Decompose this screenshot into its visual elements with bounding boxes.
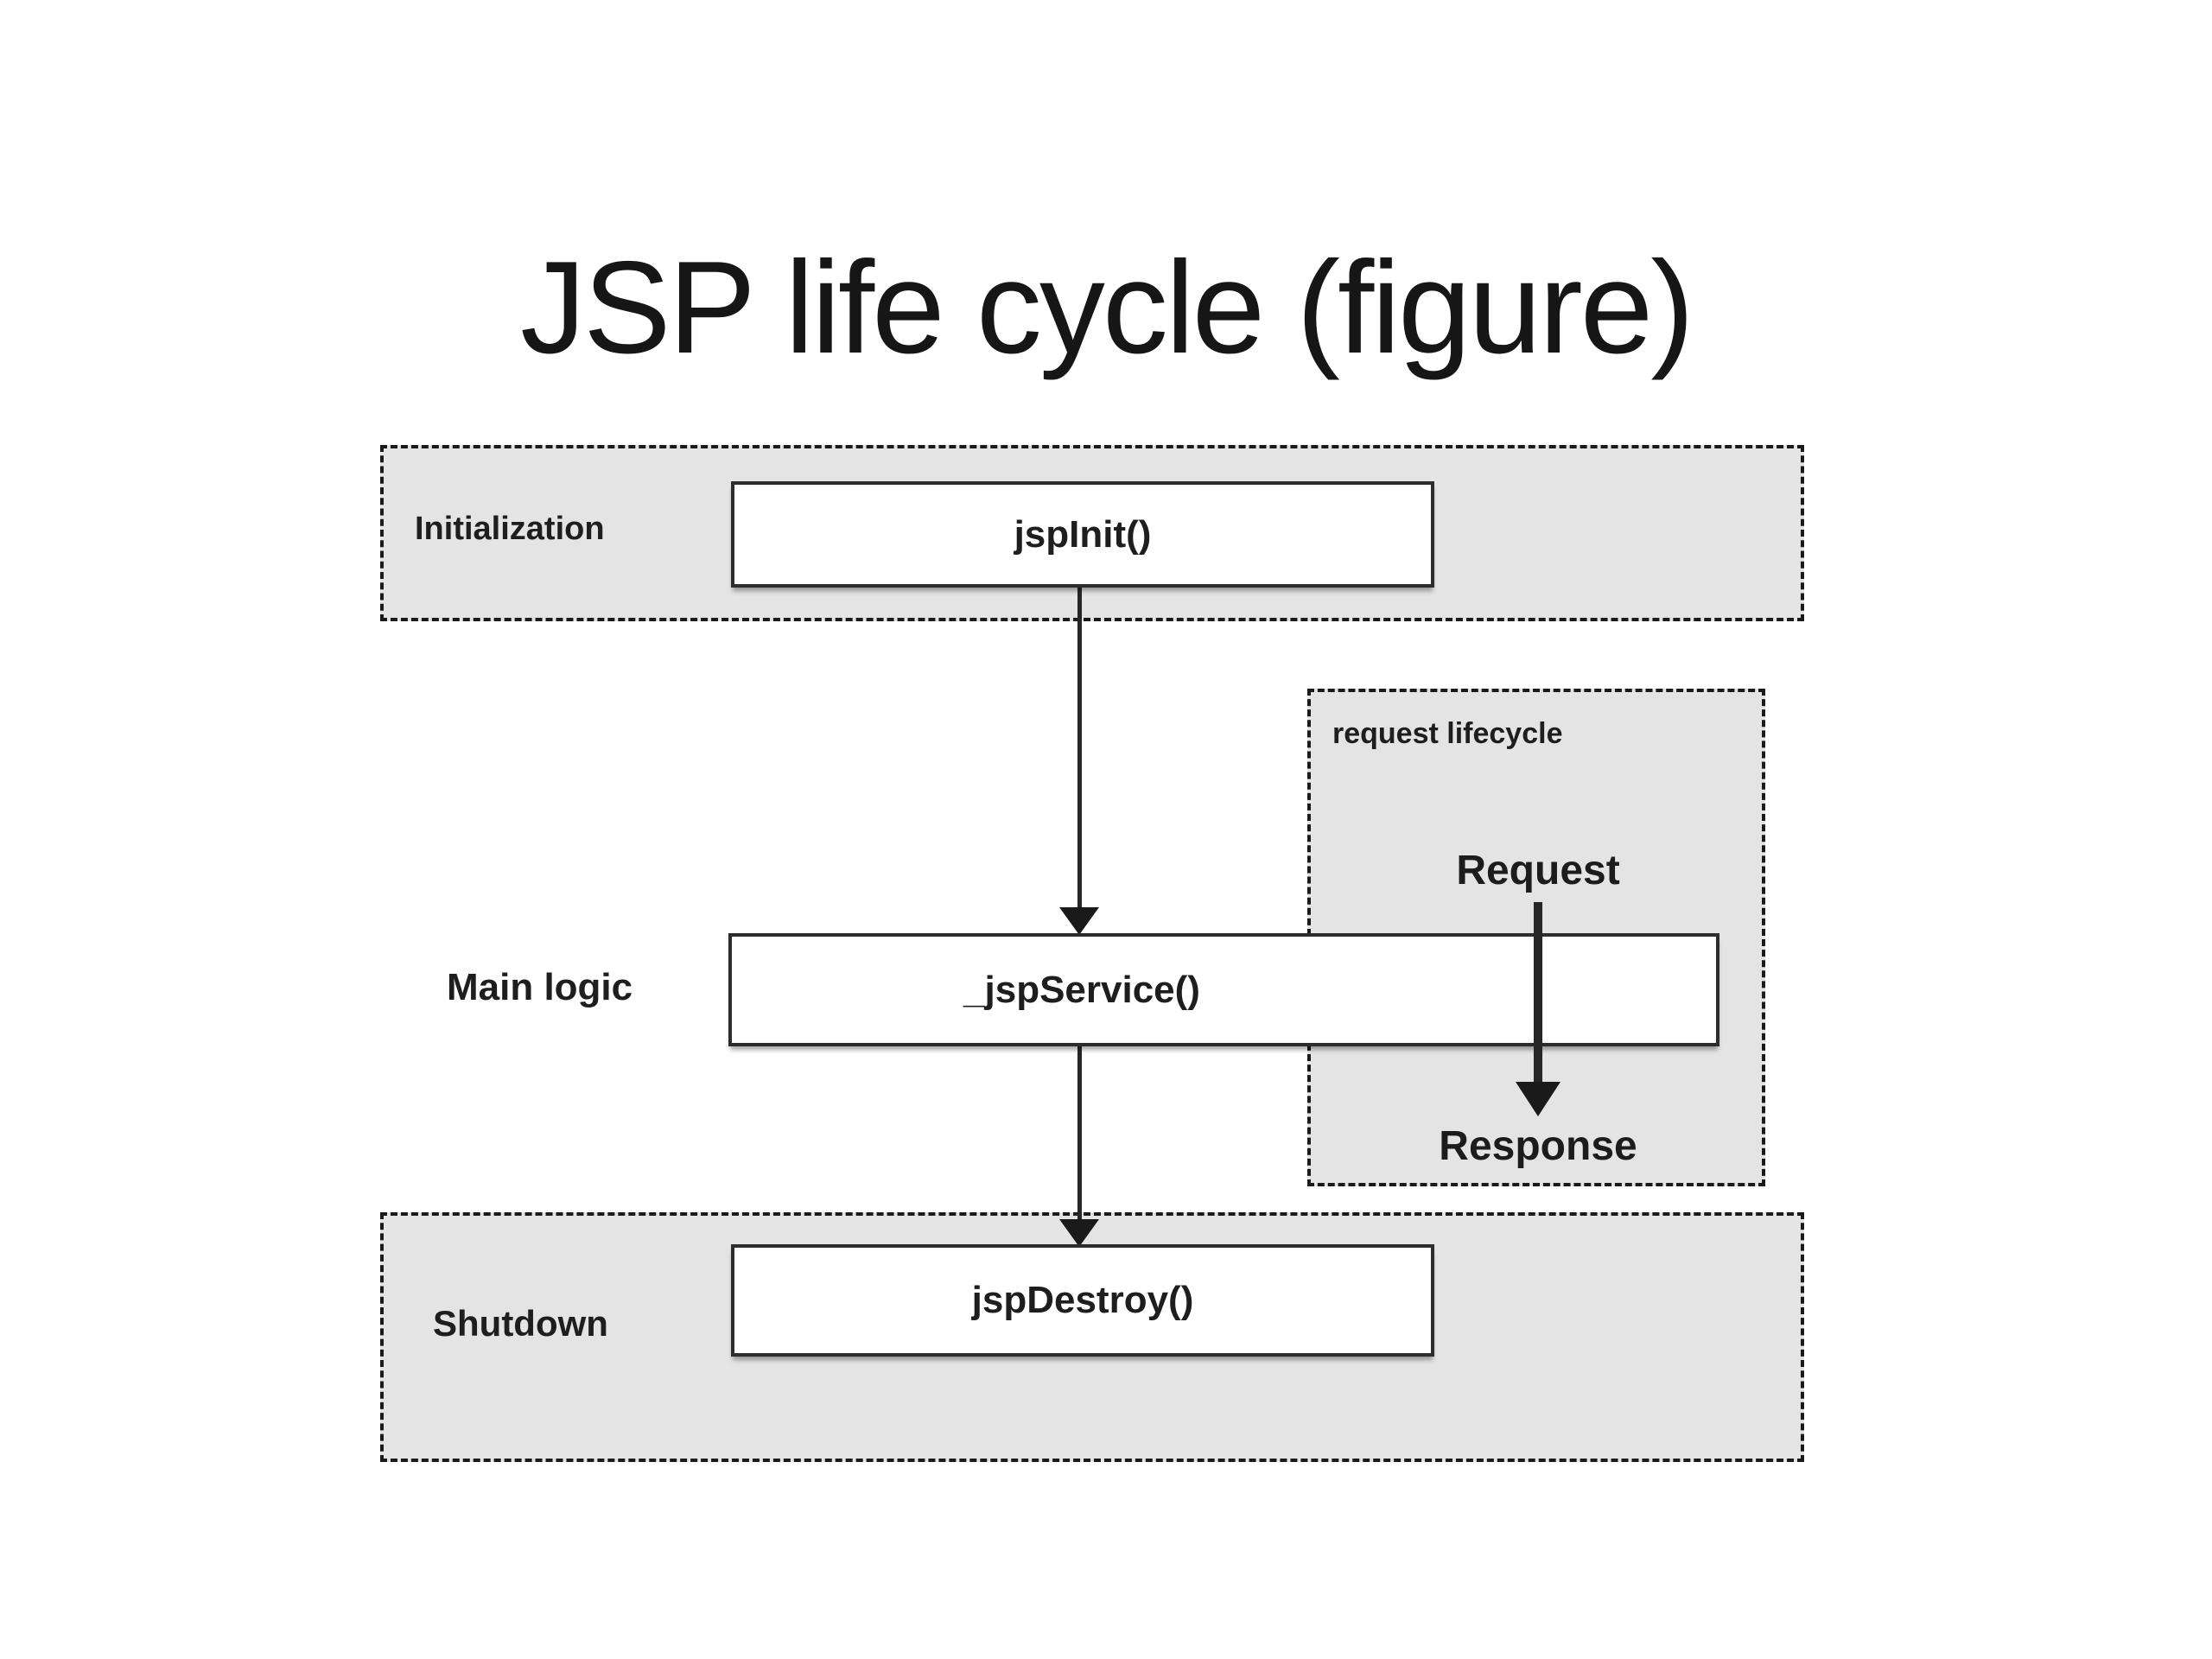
label-request-lifecycle: request lifecycle <box>1332 717 1563 750</box>
arrow-jspservice-to-jspdestroy-line <box>1077 1046 1082 1221</box>
method-box-jspdestroy <box>731 1244 1434 1357</box>
label-initialization: Initialization <box>415 511 605 547</box>
method-label-jspdestroy: jspDestroy() <box>971 1279 1194 1321</box>
arrow-jspinit-to-jspservice-line <box>1077 584 1082 909</box>
label-main-logic: Main logic <box>447 966 633 1008</box>
slide-title: JSP life cycle (figure) <box>520 233 1694 381</box>
arrowhead-down-icon <box>1516 1082 1560 1116</box>
label-request: Request <box>1456 848 1620 893</box>
arrowhead-down-icon <box>1059 1219 1099 1247</box>
method-label-jspinit: jspInit() <box>1014 512 1152 556</box>
method-label-jspservice: _jspService() <box>963 968 1200 1011</box>
method-box-jspinit <box>731 481 1434 588</box>
label-response: Response <box>1439 1123 1637 1169</box>
method-box-jspservice <box>728 933 1719 1046</box>
arrowhead-down-icon <box>1059 907 1099 935</box>
arrow-request-to-response-line <box>1534 902 1542 1084</box>
label-shutdown: Shutdown <box>433 1303 608 1344</box>
